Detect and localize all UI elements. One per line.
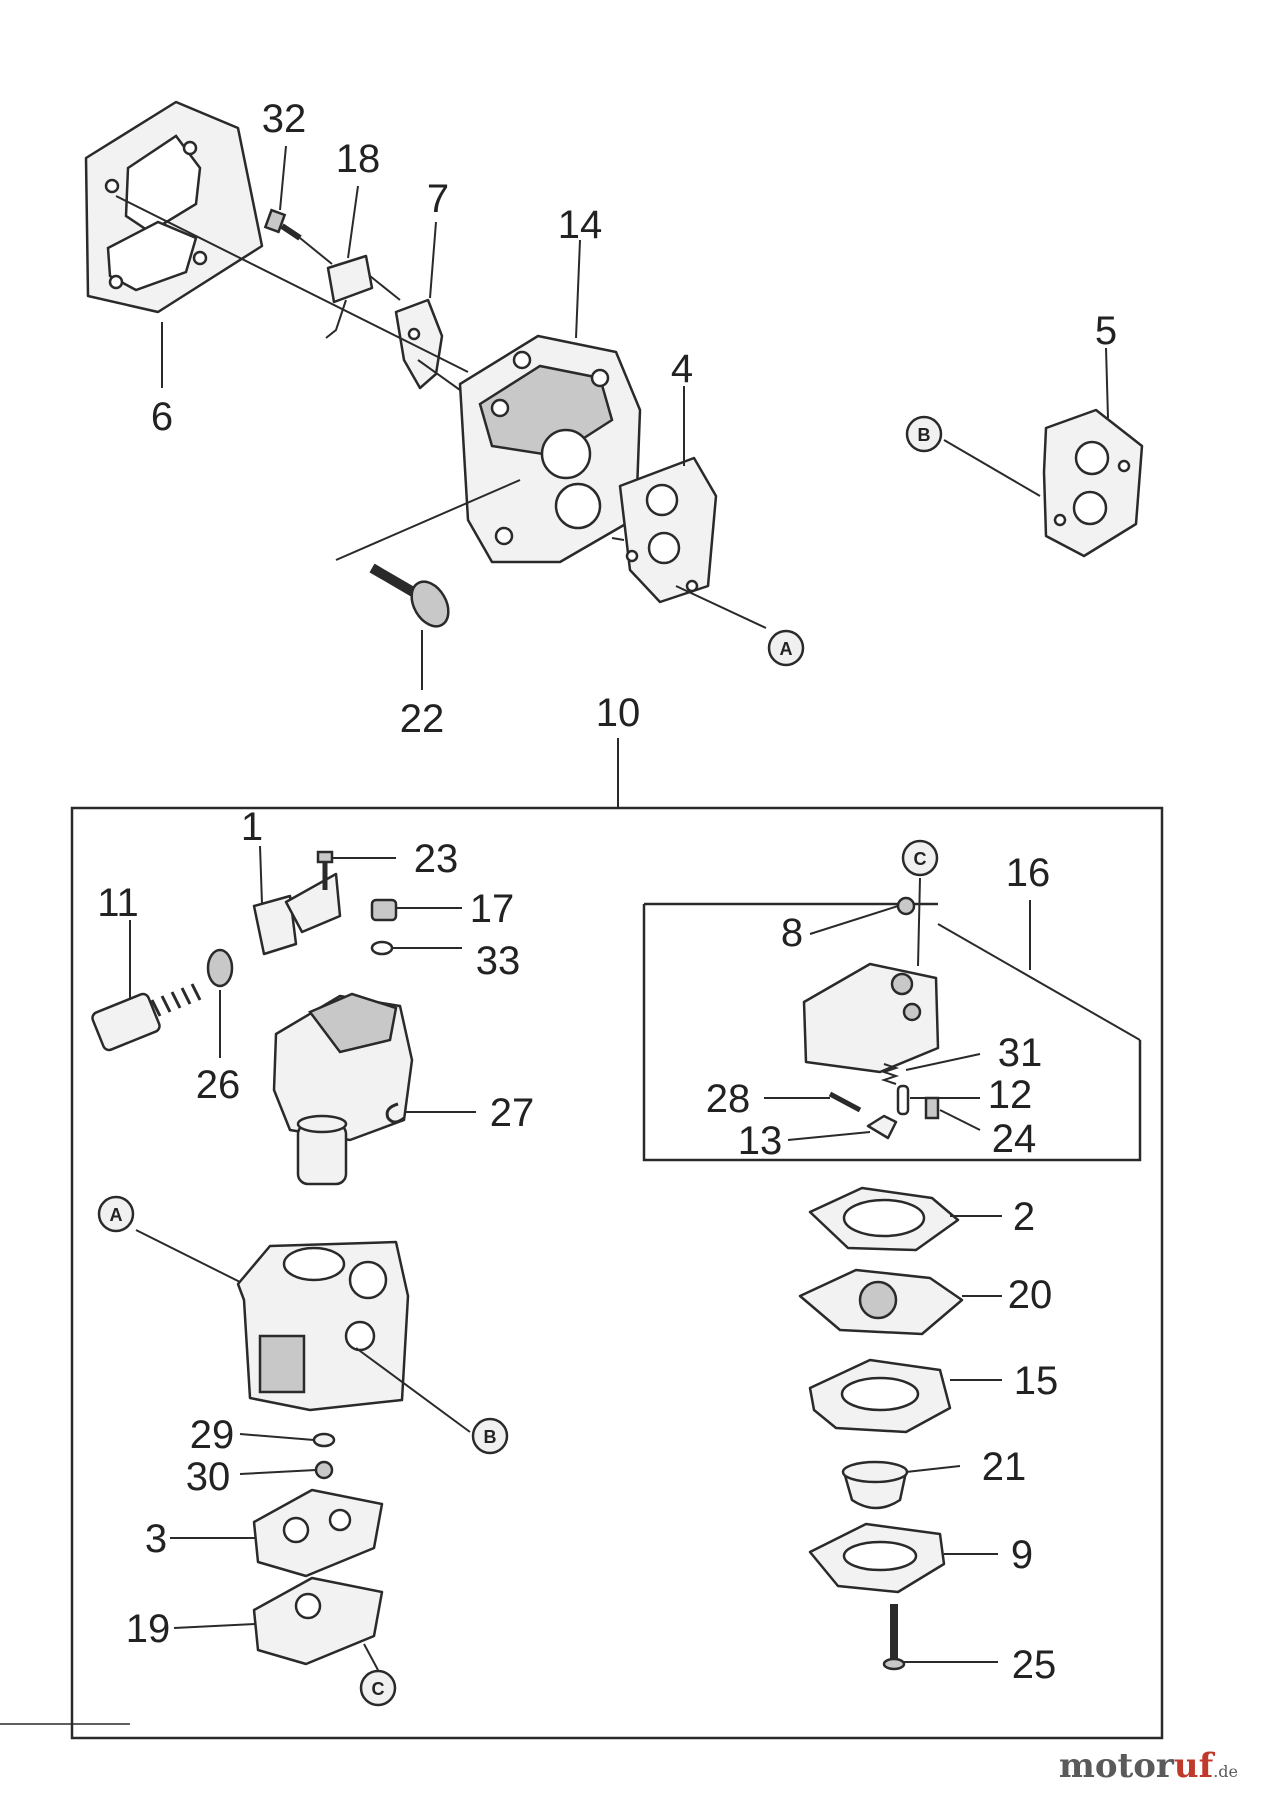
reference-letter: C bbox=[914, 849, 927, 869]
adjusting-screw-drawing bbox=[91, 983, 202, 1052]
callout-28: 28 bbox=[706, 1077, 751, 1121]
callout-15: 15 bbox=[1014, 1359, 1059, 1403]
reference-a-lower: A bbox=[97, 1195, 135, 1233]
reference-letter: A bbox=[780, 639, 793, 659]
callout-21: 21 bbox=[982, 1445, 1027, 1489]
watermark-suffix: .de bbox=[1213, 1762, 1238, 1781]
reference-letter: B bbox=[918, 425, 931, 445]
callout-8: 8 bbox=[781, 911, 803, 955]
pump-cover-drawing bbox=[808, 1522, 946, 1594]
clip-drawing bbox=[385, 1102, 405, 1124]
callout-3: 3 bbox=[145, 1517, 167, 1561]
reference-letter: A bbox=[110, 1205, 123, 1225]
carburetor-main-body-drawing bbox=[236, 1240, 410, 1412]
adapter-block-drawing bbox=[458, 334, 642, 564]
callout-19: 19 bbox=[126, 1607, 171, 1651]
watermark-logo: motoruf.de bbox=[1059, 1746, 1238, 1786]
primer-bulb-drawing bbox=[841, 1460, 909, 1510]
callout-16: 16 bbox=[1006, 851, 1051, 895]
callout-23: 23 bbox=[414, 837, 459, 881]
callout-labels: 32 18 7 14 5 4 6 22 10 1 23 17 33 11 26 … bbox=[97, 97, 1117, 1687]
small-screws-drawing bbox=[316, 850, 398, 956]
callout-27: 27 bbox=[490, 1091, 535, 1135]
nut-drawing bbox=[206, 948, 234, 988]
watermark-brand: motoruf bbox=[1058, 1746, 1214, 1786]
plate-clip-drawing bbox=[325, 254, 374, 339]
reference-letter: B bbox=[484, 1427, 497, 1447]
callout-6: 6 bbox=[151, 395, 173, 439]
carburetor-kit-frame bbox=[70, 738, 1164, 1740]
callout-10: 10 bbox=[596, 691, 641, 735]
metering-cover-drawing bbox=[802, 896, 940, 1074]
metering-gasket-drawing bbox=[808, 1186, 960, 1252]
needle-parts-drawing bbox=[828, 1063, 940, 1140]
callout-5: 5 bbox=[1095, 309, 1117, 353]
pump-body-drawing bbox=[808, 1358, 952, 1434]
callout-11: 11 bbox=[97, 881, 139, 925]
callout-7: 7 bbox=[427, 177, 449, 221]
callout-18: 18 bbox=[336, 137, 381, 181]
carb-gasket-drawing bbox=[618, 456, 718, 604]
long-screw-drawing bbox=[369, 563, 450, 628]
assembly-lines-upper bbox=[115, 195, 625, 561]
jet-drawing bbox=[314, 1460, 334, 1480]
reference-c-lower: C bbox=[359, 1669, 397, 1707]
callout-20: 20 bbox=[1008, 1273, 1053, 1317]
washer-drawing bbox=[312, 1432, 336, 1448]
reference-a-upper: A bbox=[767, 629, 805, 667]
cover-screw-drawing bbox=[882, 1604, 906, 1671]
callout-17: 17 bbox=[470, 887, 515, 931]
pump-gasket-drawing bbox=[252, 1488, 384, 1578]
callout-2: 2 bbox=[1013, 1195, 1035, 1239]
callout-30: 30 bbox=[186, 1455, 231, 1499]
callout-32: 32 bbox=[262, 97, 307, 141]
callout-24: 24 bbox=[992, 1117, 1037, 1161]
callout-12: 12 bbox=[988, 1073, 1033, 1117]
subassembly-box bbox=[642, 900, 1142, 1162]
callout-26: 26 bbox=[196, 1063, 241, 1107]
reference-c-upper: C bbox=[901, 839, 939, 877]
gasket-b-drawing bbox=[1042, 408, 1144, 558]
carburetor-upper-body-drawing bbox=[272, 992, 414, 1186]
small-gasket-drawing bbox=[394, 298, 444, 390]
callout-33: 33 bbox=[476, 939, 521, 983]
callout-25: 25 bbox=[1012, 1643, 1057, 1687]
callout-1: 1 bbox=[241, 805, 263, 849]
callout-4: 4 bbox=[671, 347, 693, 391]
callout-14: 14 bbox=[558, 203, 603, 247]
metering-diaphragm-drawing bbox=[798, 1268, 964, 1336]
pump-diaphragm-drawing bbox=[252, 1576, 384, 1666]
callout-13: 13 bbox=[738, 1119, 783, 1163]
bolt-drawing bbox=[263, 208, 302, 241]
reference-b-upper: B bbox=[905, 415, 943, 453]
insulator-gasket-drawing bbox=[84, 100, 264, 314]
leader-lines-upper bbox=[161, 145, 1109, 690]
reference-letter: C bbox=[372, 1679, 385, 1699]
callout-31: 31 bbox=[998, 1031, 1043, 1075]
callout-22: 22 bbox=[400, 697, 445, 741]
callout-29: 29 bbox=[190, 1413, 235, 1457]
reference-b-lower: B bbox=[471, 1417, 509, 1455]
callout-9: 9 bbox=[1011, 1533, 1033, 1577]
leader-lines-lower bbox=[129, 845, 1002, 1671]
